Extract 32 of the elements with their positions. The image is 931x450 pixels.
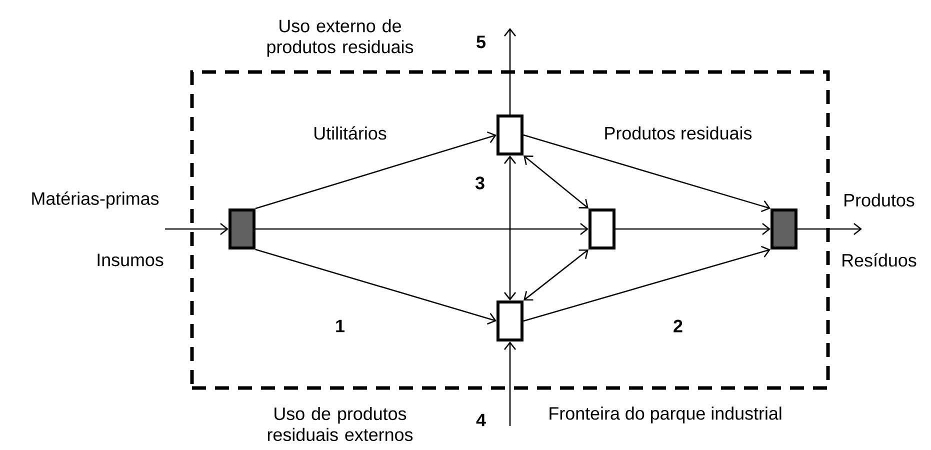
process-box xyxy=(496,114,524,156)
arrow xyxy=(524,249,588,300)
arrow xyxy=(504,156,516,300)
flow-label: Matérias-primas xyxy=(32,192,159,208)
flow-label: Produtos residuais xyxy=(605,126,752,140)
arrow xyxy=(255,131,496,210)
flow-label: Resíduos xyxy=(842,253,916,267)
arrow xyxy=(523,134,770,212)
arrow xyxy=(798,222,862,235)
callout-number: 4 xyxy=(476,414,486,426)
process-box xyxy=(228,208,256,250)
flow-label: Insumos xyxy=(98,254,164,266)
flow-label: Utilitários xyxy=(314,126,386,140)
arrow xyxy=(616,222,770,235)
callout-number: 3 xyxy=(475,176,484,190)
arrow xyxy=(256,222,588,235)
callout-number: 5 xyxy=(476,36,486,48)
arrow xyxy=(523,246,770,322)
arrow xyxy=(165,222,228,235)
arrow xyxy=(255,248,496,325)
arrow xyxy=(504,28,516,114)
process-box xyxy=(770,208,798,250)
flow-label: Uso de produtos residuais externos xyxy=(268,406,413,442)
process-box xyxy=(588,208,616,250)
flow-label: Uso externo de produtos residuais xyxy=(267,19,414,57)
flow-label: Produtos xyxy=(844,193,914,207)
arrow xyxy=(504,342,516,426)
arrow xyxy=(524,156,588,208)
process-box xyxy=(496,300,524,342)
callout-number: 1 xyxy=(336,320,344,332)
boundary-label: Fronteira do parque industrial xyxy=(550,406,782,424)
callout-number: 2 xyxy=(674,320,682,332)
